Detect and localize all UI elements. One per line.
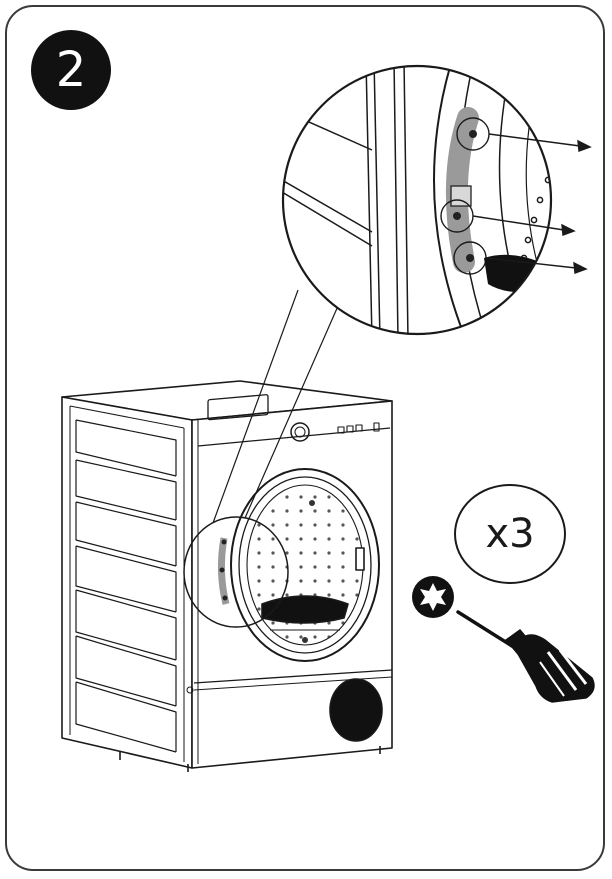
step-number: 2 xyxy=(55,42,87,98)
step-number-badge: 2 xyxy=(31,30,111,110)
magnifier-callout-icon xyxy=(281,64,553,336)
tumble-dryer-icon xyxy=(61,380,393,772)
program-knob xyxy=(290,422,310,442)
quantity-badge: x3 xyxy=(454,484,566,584)
zoom-target-ring xyxy=(183,516,289,628)
pointer-arrows xyxy=(472,133,592,274)
filter-cover xyxy=(329,678,383,742)
door-catch xyxy=(355,547,365,571)
torx-screw-head-icon xyxy=(412,576,454,618)
hinge-plate xyxy=(445,107,479,273)
quantity-label: x3 xyxy=(485,511,535,557)
zoom-connector xyxy=(212,289,339,524)
display-buttons xyxy=(337,422,380,434)
drum-shadow xyxy=(261,595,349,624)
torx-screwdriver-icon xyxy=(456,610,595,703)
door-ring xyxy=(230,468,380,662)
side-ribs xyxy=(75,419,177,753)
drawer xyxy=(207,394,269,421)
